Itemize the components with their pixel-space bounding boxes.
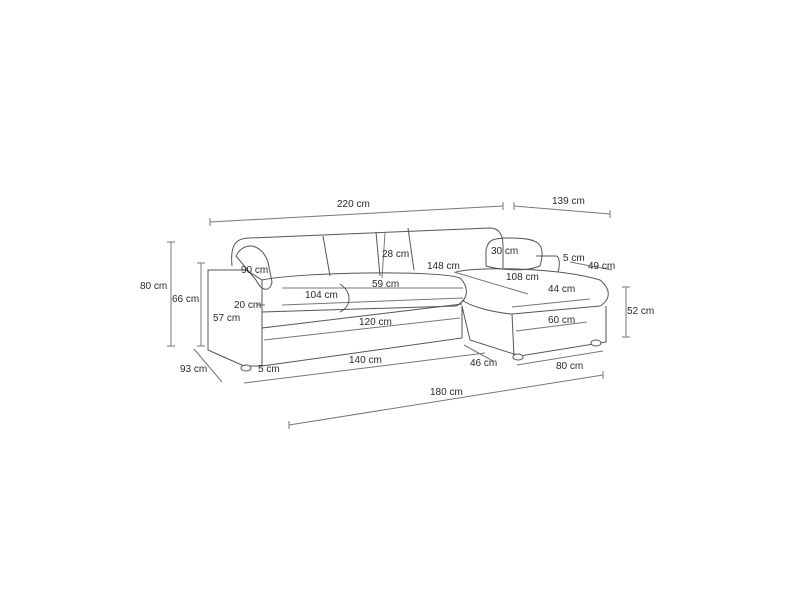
label-total-height: 80 cm [140,281,168,292]
label-seat-depth: 59 cm [372,279,400,290]
label-cushion-height: 28 cm [382,249,410,260]
label-seat-height: 57 cm [213,313,241,324]
label-depth: 93 cm [180,364,208,375]
label-leg-height: 5 cm [258,364,280,375]
label-chaise-arm-width: 49 cm [588,261,616,272]
label-chaise-height: 52 cm [627,306,655,317]
label-seat-width: 104 cm [305,290,338,301]
dimension-lines [167,202,630,429]
label-chaise-front-width: 80 cm [556,361,584,372]
label-chaise-length-top: 148 cm [427,261,460,272]
label-armrest-width: 20 cm [234,300,262,311]
label-headrest: 90 cm [241,265,269,276]
label-chaise-base-width: 60 cm [548,315,576,326]
label-front-width: 140 cm [349,355,382,366]
label-chaise-arm-height: 5 cm [563,253,585,264]
label-chaise-width-top: 139 cm [552,196,585,207]
label-total-width: 220 cm [337,199,370,210]
label-back-height: 66 cm [172,294,200,305]
label-chaise-depth: 46 cm [470,358,498,369]
label-chaise-seat-length: 108 cm [506,272,539,283]
label-chaise-headrest: 30 cm [491,246,519,257]
label-base-width: 120 cm [359,317,392,328]
label-chaise-seat-width: 44 cm [548,284,576,295]
label-total-length: 180 cm [430,387,463,398]
sofa-legs [240,339,602,372]
